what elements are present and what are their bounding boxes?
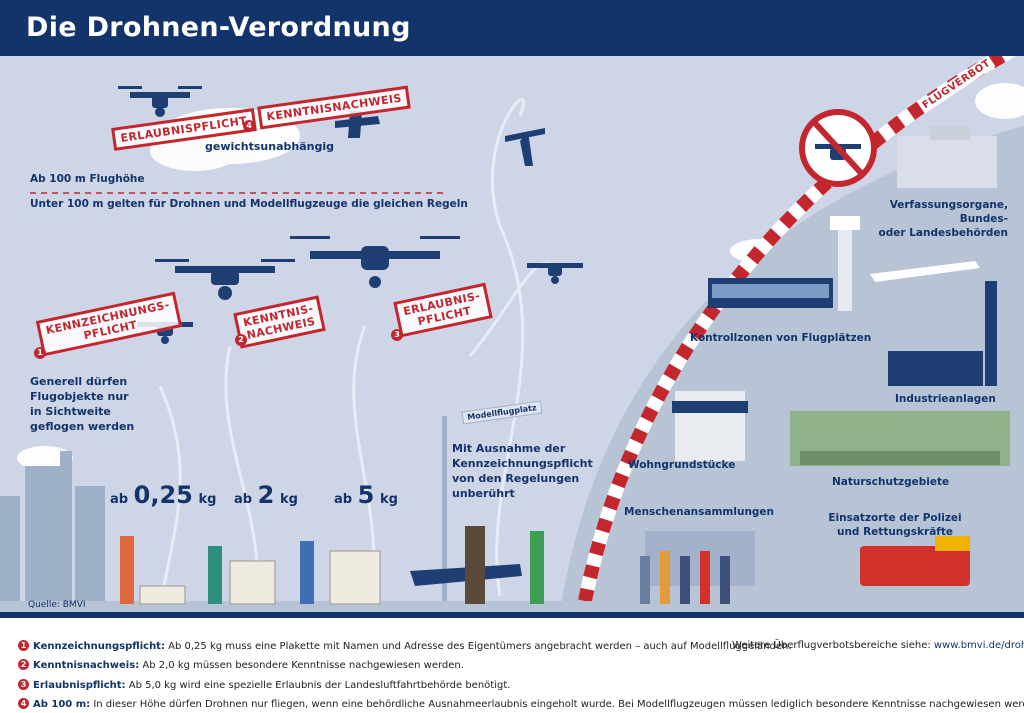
restricted-hill — [560, 126, 1024, 612]
zone-line: oder Landesbehörden — [878, 227, 1008, 239]
zone-graphics — [645, 126, 1010, 586]
illustration: ERLAUBNISPFLICHT 4 KENNTNISNACHWEIS gewi… — [0, 56, 1024, 612]
weight-unit: kg — [379, 492, 398, 507]
scale-boxes — [139, 550, 381, 605]
modelflug-text: Mit Ausnahme der Kennzeichnungspflicht v… — [452, 441, 593, 501]
weight-prefix: ab — [110, 492, 129, 507]
weight-independent-note: gewichtsunabhängig — [205, 140, 334, 153]
zone-line: Einsatzorte der Polizei — [828, 512, 962, 524]
zone-industrieanlagen: Industrieanlagen — [895, 393, 996, 405]
sight-line: Flugobjekte nur — [30, 390, 129, 403]
footer-number: 2 — [18, 659, 29, 670]
altitude-label: Ab 100 m Flughöhe — [30, 173, 145, 185]
weight-prefix: ab — [334, 492, 353, 507]
zone-line: und Rettungskräfte — [836, 526, 954, 538]
footer-item-3: 3 Erlaubnispflicht: Ab 5,0 kg wird eine s… — [18, 679, 510, 691]
zone-menschenansammlungen: Menschenansammlungen — [624, 506, 775, 518]
footer-term: Erlaubnispflicht: — [33, 680, 126, 691]
weight-label-025: ab 0,25 kg — [110, 481, 216, 509]
weight-unit: kg — [279, 492, 298, 507]
modelflug-line: unberührt — [452, 487, 515, 500]
footer-number: 1 — [18, 640, 29, 651]
weight-value: 5 — [357, 481, 375, 509]
zone-einsatzorte: Einsatzorte der Polizei und Rettungskräf… — [810, 511, 980, 539]
ground — [0, 601, 1024, 612]
zone-kontrollzonen: Kontrollzonen von Flugplätzen — [690, 332, 872, 344]
modelflug-line: Mit Ausnahme der — [452, 442, 566, 455]
city-left — [0, 451, 105, 606]
header-bar: Die Drohnen-Verordnung — [0, 0, 1024, 56]
sight-line: geflogen werden — [30, 420, 135, 433]
footer-item-1: 1 Kennzeichnungspflicht: Ab 0,25 kg muss … — [18, 640, 792, 652]
footer-term: Ab 100 m: — [33, 699, 91, 710]
sight-line: Generell dürfen — [30, 375, 128, 388]
stamp-number-4: 4 — [243, 120, 255, 132]
stamp-number-1: 1 — [34, 347, 46, 359]
sight-line: in Sichtweite — [30, 405, 111, 418]
flight-trails — [158, 97, 562, 612]
footer-text: In dieser Höhe dürfen Drohnen nur fliege… — [90, 699, 1024, 710]
more-info-link[interactable]: www.bmvi.de/drohnen — [933, 640, 1024, 651]
weight-value: 0,25 — [133, 481, 193, 509]
sight-text: Generell dürfen Flugobjekte nur in Sicht… — [30, 374, 134, 434]
weight-label-5: ab 5 kg — [334, 481, 398, 509]
weight-unit: kg — [198, 492, 217, 507]
stamp-number-3: 3 — [391, 329, 403, 341]
zone-verfassungsorgane: Verfassungsorgane, Bundes- oder Landesbe… — [848, 198, 1008, 240]
zone-wohngrundstuecke: Wohngrundstücke — [628, 459, 736, 471]
footer-text: Ab 0,25 kg muss eine Plakette mit Namen … — [164, 641, 792, 652]
divider-bar — [0, 612, 1024, 618]
footer-term: Kennzeichnungspflicht: — [33, 641, 165, 652]
zone-naturschutzgebiete: Naturschutzgebiete — [832, 476, 950, 488]
page-title: Die Drohnen-Verordnung — [26, 12, 411, 43]
weight-value: 2 — [257, 481, 275, 509]
modelflug-line: Kennzeichnungspflicht — [452, 457, 593, 470]
footer-item-2: 2 Kenntnisnachweis: Ab 2,0 kg müssen beso… — [18, 659, 464, 671]
source-note: Quelle: BMVI — [28, 600, 86, 610]
people — [120, 526, 730, 604]
weight-label-2: ab 2 kg — [234, 481, 298, 509]
illustration-graphics — [0, 56, 1024, 612]
footer-item-4: 4 Ab 100 m: In dieser Höhe dürfen Drohnen… — [18, 698, 1024, 710]
weight-prefix: ab — [234, 492, 253, 507]
footer-number: 3 — [18, 679, 29, 690]
footer-text: Ab 5,0 kg wird eine spezielle Erlaubnis … — [125, 680, 511, 691]
footer-more-info: Weitere Überflugverbotsbereiche siehe: w… — [732, 640, 1024, 651]
footer-text: Ab 2,0 kg müssen besondere Kenntnisse na… — [139, 660, 464, 671]
zone-line: Verfassungsorgane, Bundes- — [889, 199, 1008, 225]
stamp-number-2: 2 — [235, 334, 247, 346]
modelflug-line: von den Regelungen — [452, 472, 580, 485]
footer-term: Kenntnisnachweis: — [33, 660, 140, 671]
footer-legend: 1 Kennzeichnungspflicht: Ab 0,25 kg muss … — [0, 618, 1024, 713]
below-100m-text: Unter 100 m gelten für Drohnen und Model… — [30, 198, 468, 210]
airfield-pole — [442, 416, 447, 606]
more-info-text: Weitere Überflugverbotsbereiche siehe: — [732, 640, 931, 651]
no-drone-sign — [799, 109, 877, 187]
footer-number: 4 — [18, 698, 29, 709]
